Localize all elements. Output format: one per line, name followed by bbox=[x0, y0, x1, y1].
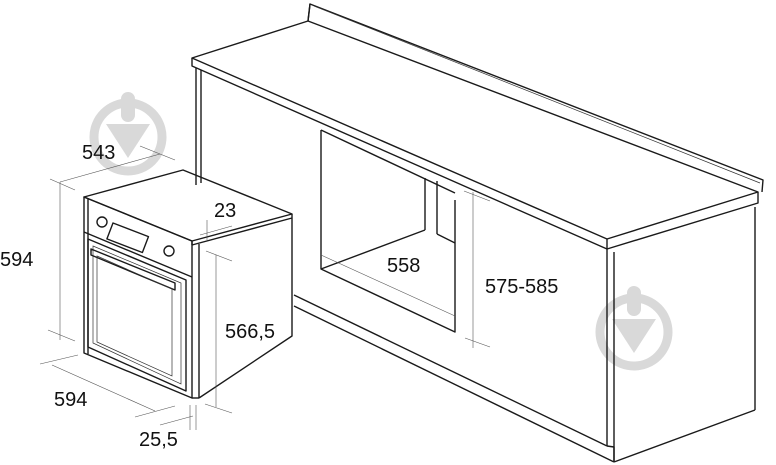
dimension-bottom-offset: 25,5 bbox=[139, 429, 178, 451]
dimension-oven-body-height: 566,5 bbox=[225, 321, 276, 343]
dimension-oven-height: 594 bbox=[0, 249, 34, 271]
dimension-oven-depth: 543 bbox=[82, 142, 116, 164]
dimension-niche-height: 575-585 bbox=[485, 276, 559, 298]
watermark-icon bbox=[595, 286, 673, 371]
dimension-lines bbox=[39, 145, 233, 430]
dimension-front-panel-thickness: 23 bbox=[214, 200, 237, 222]
oven bbox=[83, 169, 293, 399]
dimension-niche-width: 558 bbox=[387, 255, 421, 277]
kitchen-cabinet bbox=[191, 3, 764, 463]
dimension-oven-width: 594 bbox=[54, 389, 88, 411]
watermark-icon bbox=[89, 92, 167, 176]
